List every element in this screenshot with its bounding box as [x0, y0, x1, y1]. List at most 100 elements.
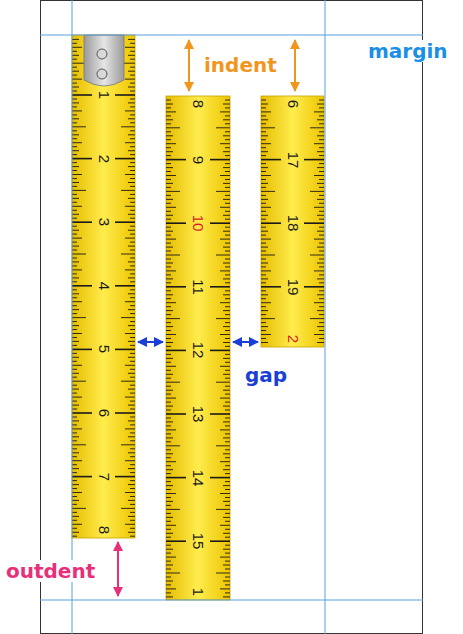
- tick-mark: [125, 460, 135, 461]
- tick-mark: [72, 51, 77, 52]
- tick-mark: [225, 354, 230, 355]
- tape-number: 1: [96, 91, 111, 99]
- tape-number: 15: [191, 533, 206, 550]
- tick-mark: [261, 294, 268, 295]
- tick-mark: [319, 306, 324, 307]
- tick-mark: [166, 163, 171, 164]
- tick-mark: [72, 246, 79, 247]
- tick-mark: [72, 468, 79, 469]
- tick-mark: [72, 365, 82, 366]
- tick-mark: [225, 505, 230, 506]
- tick-mark: [72, 254, 86, 255]
- tick-mark: [210, 222, 230, 224]
- tick-mark: [261, 330, 266, 331]
- tick-mark: [225, 243, 230, 244]
- tick-mark: [225, 282, 230, 283]
- tick-mark: [261, 326, 268, 327]
- tick-mark: [166, 529, 171, 530]
- tick-mark: [72, 170, 77, 171]
- tick-mark: [310, 255, 324, 256]
- tick-mark: [128, 420, 135, 421]
- tick-mark: [130, 186, 135, 187]
- tick-mark: [210, 477, 230, 479]
- tick-mark: [72, 357, 79, 358]
- tick-mark: [115, 221, 135, 223]
- tape-hook: [84, 35, 124, 86]
- tick-mark: [261, 187, 266, 188]
- tick-mark: [223, 374, 230, 375]
- tick-mark: [261, 259, 266, 260]
- tick-mark: [225, 402, 230, 403]
- tick-mark: [225, 370, 230, 371]
- tick-mark: [319, 139, 324, 140]
- tick-mark: [220, 557, 230, 558]
- tick-mark: [261, 171, 266, 172]
- tick-mark: [72, 182, 79, 183]
- indent-label: indent: [202, 54, 279, 76]
- tick-mark: [225, 489, 230, 490]
- tick-mark: [261, 235, 266, 236]
- tick-mark: [72, 472, 77, 473]
- tick-mark: [261, 203, 266, 204]
- tick-mark: [130, 59, 135, 60]
- tick-mark: [261, 159, 281, 161]
- tick-mark: [216, 509, 230, 510]
- tick-mark: [72, 285, 92, 287]
- tick-mark: [166, 119, 173, 120]
- tick-mark: [225, 346, 230, 347]
- tape-number: 12: [191, 342, 206, 359]
- tick-mark: [166, 100, 171, 101]
- tick-mark: [130, 385, 135, 386]
- tick-mark: [128, 436, 135, 437]
- tick-mark: [130, 194, 135, 195]
- tick-mark: [261, 334, 271, 335]
- tape-number: 17: [285, 151, 300, 168]
- tick-mark: [220, 302, 230, 303]
- tick-mark: [166, 449, 171, 450]
- tick-mark: [166, 187, 171, 188]
- tick-mark: [319, 243, 324, 244]
- tick-mark: [166, 386, 171, 387]
- tick-mark: [166, 370, 171, 371]
- tick-mark: [225, 163, 230, 164]
- tick-mark: [72, 55, 79, 56]
- tick-mark: [72, 198, 79, 199]
- tick-mark: [128, 150, 135, 151]
- tick-mark: [166, 406, 173, 407]
- tick-mark: [72, 87, 79, 88]
- tick-mark: [72, 480, 77, 481]
- tick-mark: [261, 100, 266, 101]
- tick-mark: [210, 413, 230, 415]
- tick-mark: [72, 238, 82, 239]
- tick-mark: [72, 230, 79, 231]
- tick-mark: [261, 290, 266, 291]
- tape-number: 8: [191, 100, 206, 108]
- tick-mark: [166, 199, 173, 200]
- tick-mark: [261, 147, 266, 148]
- tick-mark: [304, 286, 324, 288]
- tick-mark: [130, 424, 135, 425]
- tick-mark: [261, 123, 266, 124]
- tick-mark: [130, 122, 135, 123]
- tick-mark: [319, 163, 324, 164]
- tick-mark: [72, 317, 86, 318]
- tick-mark: [166, 362, 171, 363]
- tick-mark: [166, 565, 173, 566]
- tick-mark: [225, 386, 230, 387]
- tape-number: 14: [191, 469, 206, 486]
- tick-mark: [72, 126, 86, 127]
- tick-mark: [314, 270, 324, 271]
- tick-mark: [210, 540, 230, 542]
- tick-mark: [72, 79, 82, 80]
- tick-mark: [166, 413, 186, 415]
- tick-mark: [166, 294, 173, 295]
- tick-mark: [128, 87, 135, 88]
- tick-mark: [166, 111, 176, 112]
- tick-mark: [130, 210, 135, 211]
- tick-mark: [225, 227, 230, 228]
- tick-mark: [223, 183, 230, 184]
- tick-mark: [166, 127, 180, 128]
- tick-mark: [128, 118, 135, 119]
- tick-mark: [166, 588, 176, 589]
